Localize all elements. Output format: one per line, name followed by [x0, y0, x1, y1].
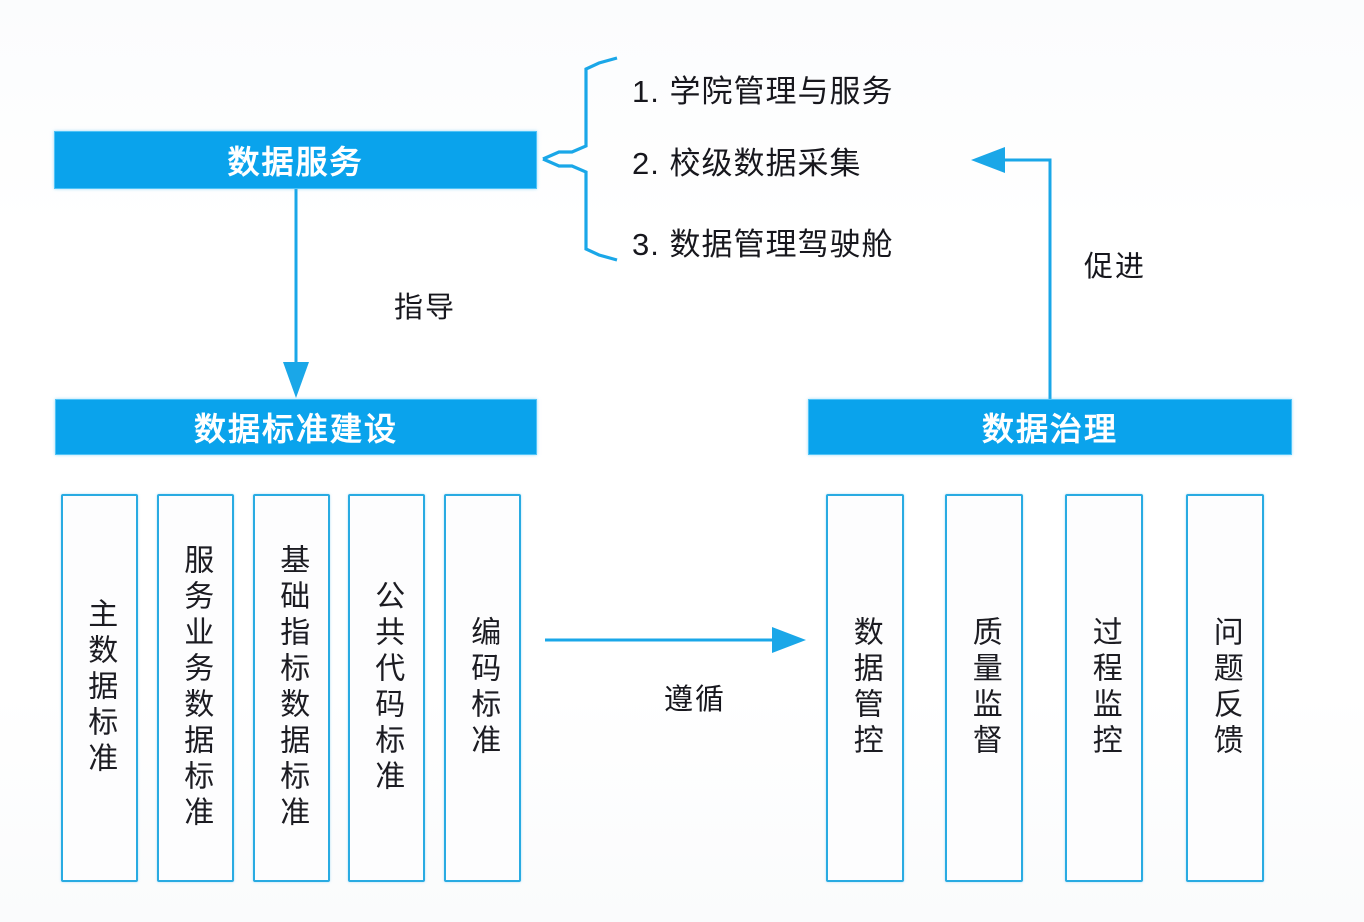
edge-label-comply: 遵循	[664, 684, 727, 716]
governance-box-4[interactable]: 问题反馈	[1186, 494, 1264, 882]
header-box-data-service-label: 数据服务	[227, 144, 364, 180]
standard-box-4-label: 公共代码标准	[370, 580, 404, 796]
governance-box-3-label: 过程监控	[1087, 616, 1121, 760]
header-box-data-governance-label: 数据治理	[981, 411, 1118, 447]
governance-box-3[interactable]: 过程监控	[1065, 494, 1143, 882]
governance-box-1-label: 数据管控	[848, 616, 882, 760]
standard-box-1-label: 主数据标准	[83, 598, 117, 778]
header-box-data-standard-construction-label: 数据标准建设	[193, 411, 398, 447]
standard-box-4[interactable]: 公共代码标准	[348, 494, 425, 882]
header-box-data-service[interactable]: 数据服务	[54, 131, 537, 189]
promote-arrow	[971, 147, 1052, 400]
service-list-item-3: 3. 数据管理驾驶舱	[632, 227, 894, 262]
guide-arrow	[283, 189, 309, 398]
standard-box-2[interactable]: 服务业务数据标准	[157, 494, 234, 882]
service-list-item-1: 1. 学院管理与服务	[632, 74, 894, 109]
standard-box-5[interactable]: 编码标准	[444, 494, 521, 882]
edge-label-promote: 促进	[1084, 251, 1147, 283]
standard-box-3[interactable]: 基础指标数据标准	[253, 494, 330, 882]
standard-box-1[interactable]: 主数据标准	[61, 494, 138, 882]
standard-box-2-label: 服务业务数据标准	[179, 544, 213, 832]
governance-box-2-label: 质量监督	[967, 616, 1001, 760]
edge-label-guide: 指导	[394, 292, 457, 324]
comply-arrow	[545, 627, 806, 653]
standard-box-5-label: 编码标准	[466, 616, 500, 760]
governance-box-4-label: 问题反馈	[1208, 616, 1242, 760]
brace-connector	[542, 56, 618, 262]
governance-box-2[interactable]: 质量监督	[945, 494, 1023, 882]
governance-box-1[interactable]: 数据管控	[826, 494, 904, 882]
standard-box-3-label: 基础指标数据标准	[275, 544, 309, 832]
service-list-item-2: 2. 校级数据采集	[632, 146, 862, 181]
header-box-data-standard-construction[interactable]: 数据标准建设	[55, 399, 537, 455]
header-box-data-governance[interactable]: 数据治理	[808, 399, 1292, 455]
